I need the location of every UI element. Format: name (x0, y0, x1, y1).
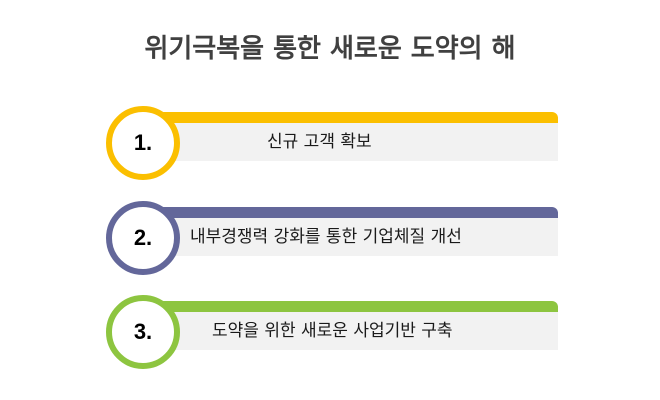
accent-bar (148, 207, 558, 218)
item-label: 도약을 위한 새로운 사업기반 구축 (212, 321, 453, 341)
item-background (148, 312, 558, 350)
page-title: 위기극복을 통한 새로운 도약의 해 (144, 34, 516, 64)
number-circle: 3. (106, 295, 180, 369)
item-background (148, 123, 558, 161)
item-label: 내부경쟁력 강화를 통한 기업체질 개선 (190, 227, 462, 247)
item-background (148, 218, 558, 256)
item-number: 1. (133, 130, 153, 155)
list-item-3: 3. 도약을 위한 새로운 사업기반 구축 (0, 295, 660, 385)
number-circle: 1. (106, 106, 180, 180)
item-number: 2. (133, 225, 153, 250)
item-number: 3. (133, 319, 153, 344)
list-item-1: 1. 신규 고객 확보 (0, 106, 660, 196)
accent-bar (148, 112, 558, 123)
number-circle: 2. (106, 201, 180, 275)
list-item-2: 2. 내부경쟁력 강화를 통한 기업체질 개선 (0, 201, 660, 291)
accent-bar (148, 301, 558, 312)
item-label: 신규 고객 확보 (267, 132, 372, 152)
